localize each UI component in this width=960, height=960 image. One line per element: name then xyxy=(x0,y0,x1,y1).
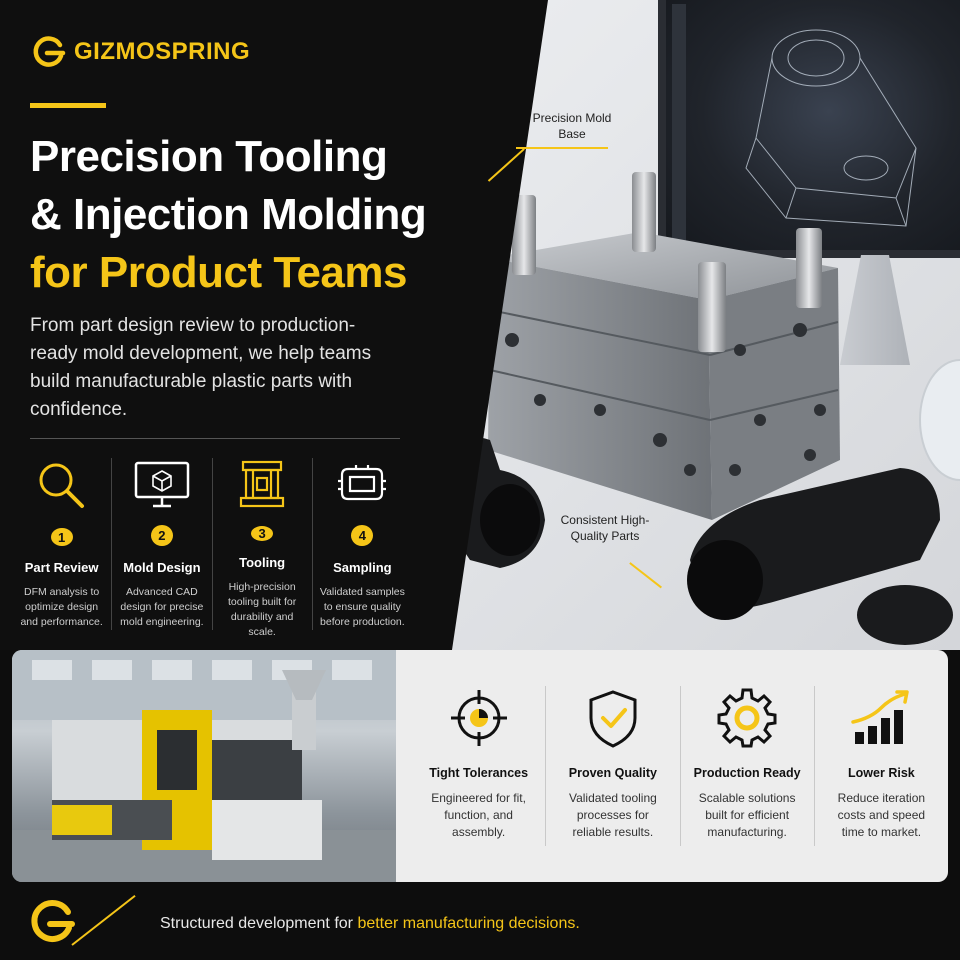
shield-check-icon xyxy=(589,690,637,748)
footer-accent-line xyxy=(71,894,136,946)
intro-text: From part design review to production-re… xyxy=(30,315,372,420)
step-desc: DFM analysis to optimize design and perf… xyxy=(20,586,103,628)
benefit-title: Proven Quality xyxy=(568,766,657,780)
step-desc: Validated samples to ensure quality befo… xyxy=(319,586,405,628)
step-title: Mold Design xyxy=(123,560,201,575)
accent-bar xyxy=(30,103,106,108)
step-desc: High-precision tooling built for durabil… xyxy=(227,581,297,638)
callout-mold-base: Precision Mold Base xyxy=(532,111,612,141)
headline-line-3: for Product Teams xyxy=(30,248,407,297)
target-icon xyxy=(450,690,507,746)
benefit-tight-tolerances: Tight Tolerances Engineered for fit, fun… xyxy=(412,686,547,846)
step-number: 1 xyxy=(50,528,73,546)
benefit-title: Lower Risk xyxy=(848,766,915,780)
step-desc: Advanced CAD design for precise mold eng… xyxy=(120,586,204,628)
step-title: Tooling xyxy=(239,555,286,570)
benefit-lower-risk: Lower Risk Reduce iteration costs and sp… xyxy=(815,686,948,846)
benefit-proven-quality: Proven Quality Validated tooling process… xyxy=(546,686,681,846)
benefit-desc: Engineered for fit, function, and assemb… xyxy=(431,791,526,839)
step-number: 4 xyxy=(351,525,374,546)
step-tooling: 3 Tooling High-precision tooling built f… xyxy=(213,458,313,638)
page-title: Precision Tooling & Injection Molding fo… xyxy=(30,128,427,302)
divider xyxy=(30,438,400,439)
growth-chart-icon xyxy=(851,690,910,744)
benefits-list: Tight Tolerances Engineered for fit, fun… xyxy=(412,650,948,882)
step-part-review: 1 Part Review DFM analysis to optimize d… xyxy=(12,458,113,630)
step-number: 3 xyxy=(251,526,274,541)
callout-line xyxy=(516,147,608,149)
footer-tagline: Structured development for better manufa… xyxy=(160,915,580,933)
step-number: 2 xyxy=(150,525,173,546)
sample-part-icon xyxy=(332,458,392,511)
gizmospring-logo-icon xyxy=(33,36,66,67)
magnifier-icon xyxy=(32,458,92,514)
monitor-cube-icon xyxy=(132,458,192,511)
gizmospring-logo-icon xyxy=(31,900,75,942)
benefit-desc: Reduce iteration costs and speed time to… xyxy=(837,791,926,839)
factory-photo xyxy=(12,650,396,882)
benefits-panel: Tight Tolerances Engineered for fit, fun… xyxy=(12,650,948,882)
benefit-production-ready: Production Ready Scalable solutions buil… xyxy=(681,686,815,846)
brand-logo[interactable]: GIZMOSPRING xyxy=(30,34,250,70)
cad-monitor xyxy=(658,0,960,258)
benefit-desc: Validated tooling processes for reliable… xyxy=(568,791,657,839)
mold-base-illustration xyxy=(440,172,960,645)
headline-line-1: Precision Tooling xyxy=(30,132,388,181)
step-sampling: 4 Sampling Validated samples to ensure q… xyxy=(313,458,412,630)
gear-icon xyxy=(717,688,777,748)
mold-tool-icon xyxy=(232,458,292,512)
process-steps: 1 Part Review DFM analysis to optimize d… xyxy=(12,458,412,638)
step-title: Part Review xyxy=(24,560,99,575)
callout-parts: Consistent High-Quality Parts xyxy=(560,513,650,543)
dark-panel-background xyxy=(0,0,960,650)
benefit-title: Production Ready xyxy=(693,766,801,780)
footer-text-start: Structured development for xyxy=(160,915,358,932)
footer-text-highlight: better manufacturing decisions. xyxy=(357,915,580,932)
headline-line-2: & Injection Molding xyxy=(30,190,427,239)
benefit-title: Tight Tolerances xyxy=(429,766,529,780)
brand-name: GIZMOSPRING xyxy=(74,38,251,65)
benefit-desc: Scalable solutions built for efficient m… xyxy=(698,791,796,839)
step-title: Sampling xyxy=(333,560,392,575)
step-mold-design: 2 Mold Design Advanced CAD design for pr… xyxy=(112,458,213,630)
